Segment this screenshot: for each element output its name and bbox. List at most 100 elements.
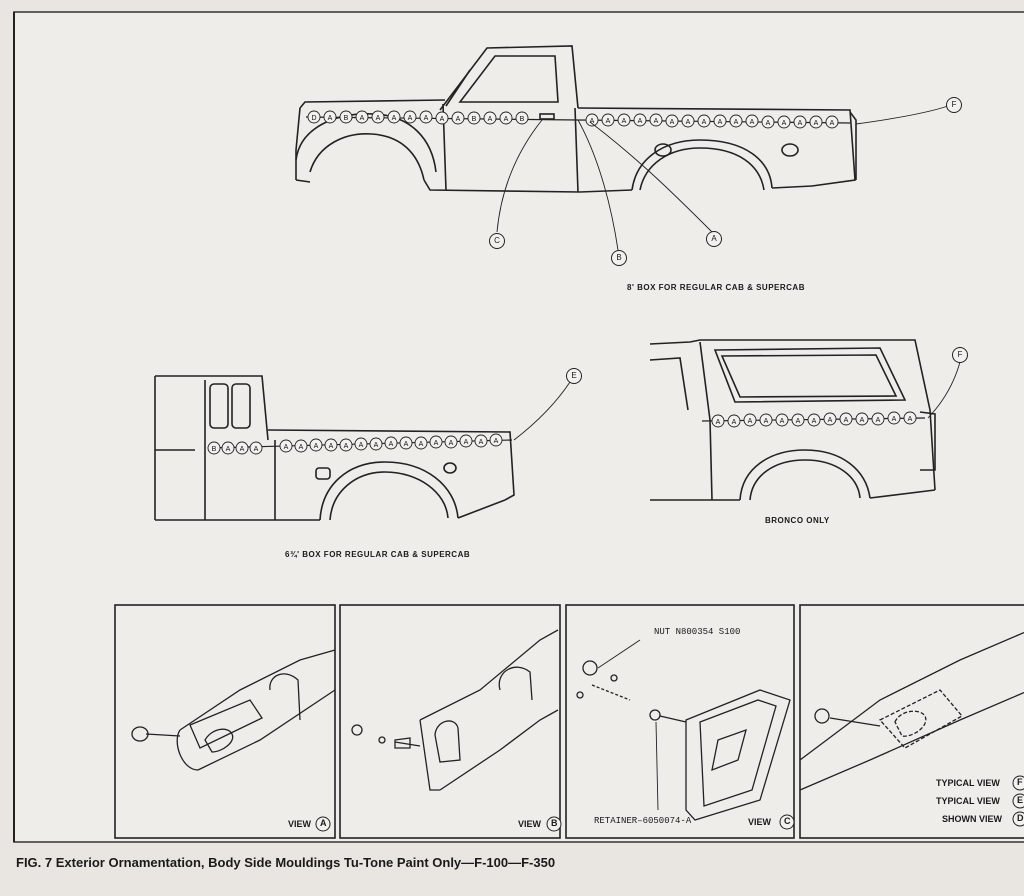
nut-part-label: NUT N800354 S100 xyxy=(654,627,741,637)
callout-c: C xyxy=(489,233,505,249)
typical-view-e-label: TYPICAL VIEW xyxy=(936,796,1000,806)
svg-text:A: A xyxy=(314,443,319,450)
callout-b: B xyxy=(611,250,627,266)
svg-text:A: A xyxy=(654,118,659,125)
callout-f-top: F xyxy=(946,97,962,113)
view-letter-circles xyxy=(315,775,1024,832)
svg-text:A: A xyxy=(766,120,771,127)
svg-text:A: A xyxy=(796,418,801,425)
svg-text:A: A xyxy=(750,119,755,126)
svg-text:D: D xyxy=(311,115,316,122)
figure-frame xyxy=(13,11,1024,843)
bronco-drawing xyxy=(649,339,936,501)
view-a-clip-drawing xyxy=(131,649,336,771)
svg-text:A: A xyxy=(299,444,304,451)
svg-text:A: A xyxy=(638,118,643,125)
supercab-short-box-drawing xyxy=(154,375,515,521)
view-c-label: VIEW xyxy=(748,817,772,827)
view-a-label: VIEW xyxy=(288,819,312,829)
shown-view-d-label: SHOWN VIEW xyxy=(942,814,1002,824)
callout-f-bronco: F xyxy=(952,347,968,363)
svg-text:A: A xyxy=(622,118,627,125)
detail-panels xyxy=(114,604,1024,839)
typical-view-e-letter: E xyxy=(1017,795,1024,805)
svg-text:A: A xyxy=(732,419,737,426)
view-a-letter: A xyxy=(320,818,327,828)
svg-text:A: A xyxy=(424,115,429,122)
svg-text:A: A xyxy=(344,443,349,450)
svg-text:A: A xyxy=(670,119,675,126)
svg-text:A: A xyxy=(404,441,409,448)
bronco-label: BRONCO ONLY xyxy=(765,516,830,525)
svg-text:A: A xyxy=(606,118,611,125)
svg-text:A: A xyxy=(360,115,365,122)
svg-text:A: A xyxy=(419,441,424,448)
svg-text:A: A xyxy=(814,120,819,127)
svg-text:A: A xyxy=(329,443,334,450)
svg-text:A: A xyxy=(440,116,445,123)
svg-text:A: A xyxy=(764,418,769,425)
svg-text:A: A xyxy=(828,417,833,424)
svg-text:A: A xyxy=(830,120,835,127)
svg-text:A: A xyxy=(686,119,691,126)
svg-text:A: A xyxy=(718,119,723,126)
svg-text:B: B xyxy=(520,116,525,123)
svg-text:A: A xyxy=(479,439,484,446)
view-b-letter: B xyxy=(551,818,558,828)
svg-text:A: A xyxy=(240,446,245,453)
bronco-leader-line xyxy=(927,361,961,419)
svg-text:A: A xyxy=(590,118,595,125)
svg-text:A: A xyxy=(434,440,439,447)
svg-text:A: A xyxy=(860,417,865,424)
view-b-clip-drawing xyxy=(351,629,559,791)
svg-text:A: A xyxy=(780,418,785,425)
svg-text:A: A xyxy=(844,417,849,424)
svg-text:A: A xyxy=(464,439,469,446)
callout-e: E xyxy=(566,368,582,384)
svg-text:A: A xyxy=(504,116,509,123)
typical-view-f-label: TYPICAL VIEW xyxy=(936,778,1000,788)
typical-view-f-letter: F xyxy=(1017,777,1023,787)
svg-text:B: B xyxy=(212,446,217,453)
svg-text:A: A xyxy=(328,115,333,122)
svg-text:A: A xyxy=(876,417,881,424)
view-c-letter: C xyxy=(784,816,791,826)
view-b-label: VIEW xyxy=(518,819,542,829)
svg-text:A: A xyxy=(392,115,397,122)
svg-text:A: A xyxy=(359,442,364,449)
svg-text:A: A xyxy=(734,119,739,126)
supercab-leader-line xyxy=(513,381,571,441)
svg-text:A: A xyxy=(449,440,454,447)
svg-text:A: A xyxy=(226,446,231,453)
svg-text:A: A xyxy=(716,419,721,426)
pickup-8ft-leader-lines xyxy=(496,105,949,251)
svg-text:A: A xyxy=(389,441,394,448)
svg-text:B: B xyxy=(344,115,349,122)
svg-text:A: A xyxy=(374,442,379,449)
svg-text:A: A xyxy=(702,119,707,126)
svg-text:A: A xyxy=(782,120,787,127)
shown-view-d-letter: D xyxy=(1017,813,1024,823)
svg-text:A: A xyxy=(908,416,913,423)
svg-text:A: A xyxy=(456,116,461,123)
svg-text:A: A xyxy=(892,416,897,423)
svg-text:B: B xyxy=(472,116,477,123)
svg-text:A: A xyxy=(376,115,381,122)
long-box-label: 8' BOX FOR REGULAR CAB & SUPERCAB xyxy=(627,283,805,292)
supercab-bead-letters: B A A A A A A A A A A A A A A A A A A xyxy=(212,438,499,453)
bronco-moulding-beads xyxy=(701,411,926,428)
figure-caption: FIG. 7 Exterior Ornamentation, Body Side… xyxy=(16,855,556,870)
svg-text:A: A xyxy=(798,120,803,127)
retainer-part-label: RETAINER–6050074-A xyxy=(594,816,692,826)
callout-a: A xyxy=(706,231,722,247)
svg-text:A: A xyxy=(254,446,259,453)
view-c-retainer-drawing xyxy=(576,639,791,821)
svg-text:A: A xyxy=(284,444,289,451)
svg-text:A: A xyxy=(488,116,493,123)
svg-text:A: A xyxy=(494,438,499,445)
supercab-moulding-beads xyxy=(207,433,513,455)
typical-view-drawing xyxy=(799,631,1024,791)
